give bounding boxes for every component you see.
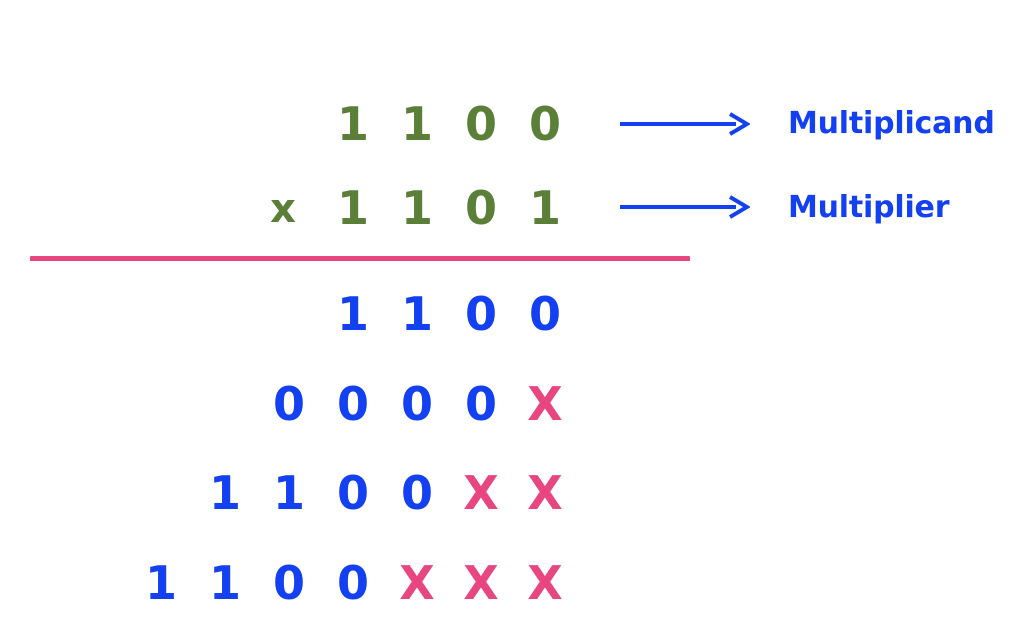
partial-2-cell-3: 0 [400,466,433,520]
multiplier-digit-0: 1 [336,181,369,235]
partial-3-cell-3: 0 [336,556,369,610]
partial-2-placeholder-1: X [527,466,563,520]
partial-1-cell-2: 0 [400,377,433,431]
multiplier-label: Multiplier [788,190,950,225]
partial-1-cell-0: 0 [272,377,305,431]
partial-0-cell-1: 1 [400,287,433,341]
partial-1-cell-1: 0 [336,377,369,431]
partial-2-cell-0: 1 [208,466,241,520]
partial-0-cell-2: 0 [464,287,497,341]
partial-0-cell-0: 1 [336,287,369,341]
partial-3-cell-2: 0 [272,556,305,610]
partial-0-cell-3: 0 [528,287,561,341]
partial-2-placeholder-0: X [463,466,499,520]
multiplicand-digit-2: 0 [464,97,497,151]
multiplier-digit-1: 1 [400,181,433,235]
partial-3-placeholder-2: X [527,556,563,610]
multiplicand-arrow-icon [618,111,751,137]
partial-3-cell-0: 1 [144,556,177,610]
partial-3-placeholder-1: X [463,556,499,610]
multiplier-digit-2: 0 [464,181,497,235]
multiplicand-digit-1: 1 [400,97,433,151]
separator-rule [30,256,690,261]
multiplication-operator: x [270,186,296,232]
partial-1-cell-3: 0 [464,377,497,431]
multiplicand-label: Multiplicand [788,106,995,141]
partial-1-placeholder-0: X [527,377,563,431]
partial-2-cell-2: 0 [336,466,369,520]
partial-3-cell-1: 1 [208,556,241,610]
partial-2-cell-1: 1 [272,466,305,520]
multiplicand-digit-0: 1 [336,97,369,151]
multiplicand-digit-3: 0 [528,97,561,151]
partial-3-placeholder-0: X [399,556,435,610]
multiplier-digit-3: 1 [528,181,561,235]
multiplier-arrow-icon [618,194,751,220]
